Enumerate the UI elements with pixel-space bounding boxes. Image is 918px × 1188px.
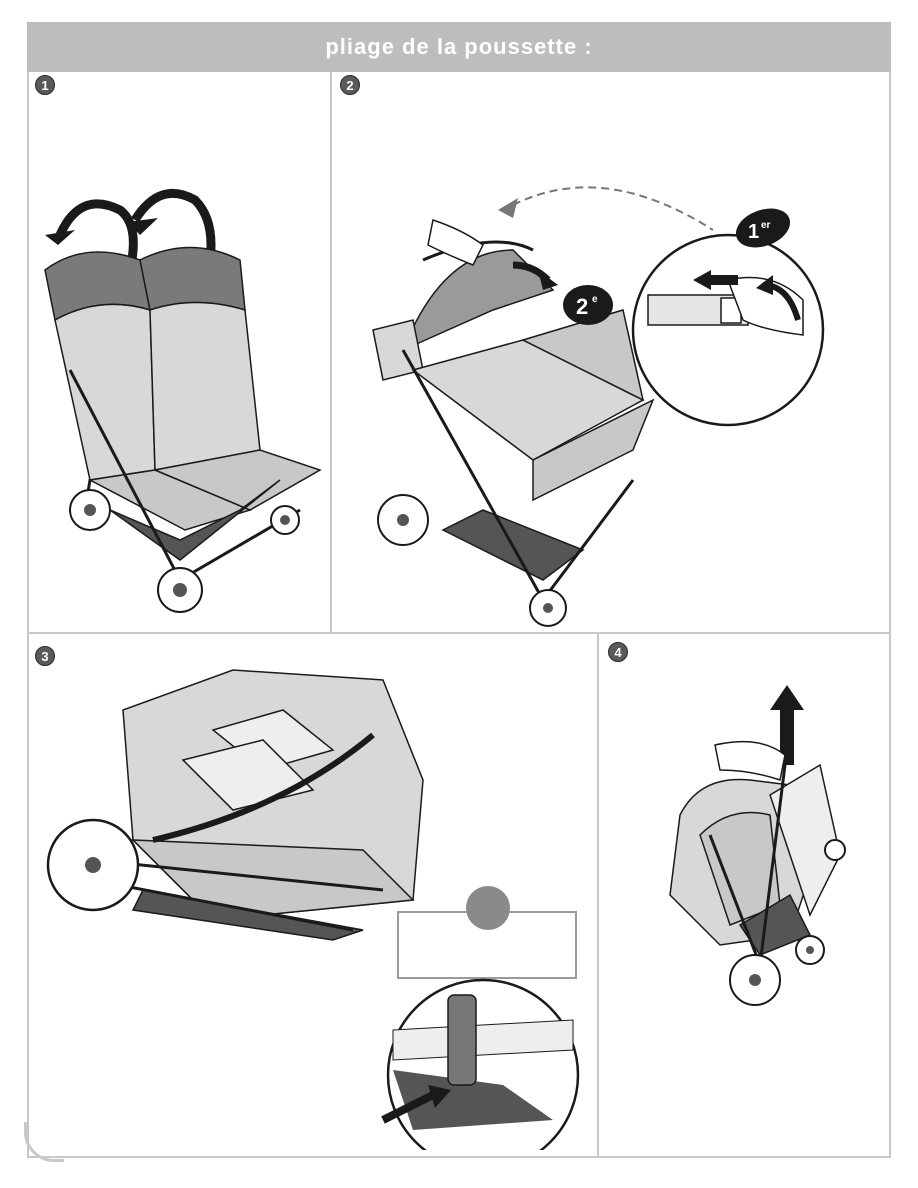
- tag-first-number: 1: [748, 221, 759, 243]
- tag-second-number: 2: [576, 294, 588, 319]
- page-title: pliage de la poussette :: [325, 34, 592, 60]
- horizontal-divider: [27, 632, 891, 634]
- fold-latch: [448, 995, 476, 1085]
- callout-marker: [466, 886, 510, 930]
- step-1-badge: 1: [35, 75, 55, 95]
- tag-first-sup: er: [761, 220, 771, 231]
- step-1-illustration: [30, 180, 330, 630]
- vertical-divider-bottom: [597, 634, 599, 1158]
- step-4-illustration: [620, 685, 880, 1015]
- step-3-illustration: [33, 660, 593, 1150]
- tag-second-sup: e: [592, 294, 598, 305]
- title-bar: pliage de la poussette :: [27, 22, 891, 72]
- step-2-badge: 2: [340, 75, 360, 95]
- vertical-divider-top: [330, 72, 332, 634]
- step-4-badge: 4: [608, 642, 628, 662]
- step-2-illustration: 2 e 1 er: [333, 170, 888, 630]
- arrow-up-icon: [770, 685, 804, 710]
- dashed-arrow-head-icon: [498, 198, 518, 218]
